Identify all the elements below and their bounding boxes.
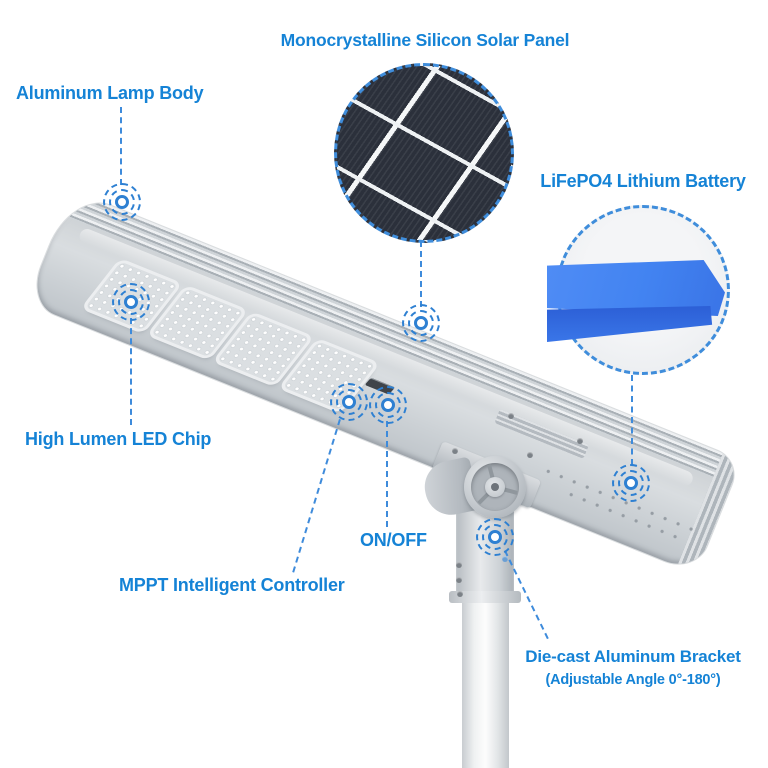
- leader-on-off: [386, 421, 388, 527]
- label-battery: LiFePO4 Lithium Battery: [540, 171, 746, 191]
- leader-mppt: [292, 419, 341, 573]
- marker-on-off-switch-icon: [369, 386, 407, 424]
- screw-icon: [502, 556, 508, 562]
- bolt-icon: [456, 562, 462, 568]
- joint-hub-hole: [491, 483, 499, 491]
- label-bracket-note: (Adjustable Angle 0°-180°): [545, 672, 721, 688]
- bolt-icon: [527, 452, 533, 458]
- adjustable-joint: [464, 456, 526, 518]
- marker-solar-panel-icon: [402, 304, 440, 342]
- label-bracket: Die-cast Aluminum Bracket: [525, 647, 741, 666]
- clamp-flange: [449, 591, 521, 603]
- battery-front-face: [547, 306, 713, 342]
- leader-solar-panel: [420, 241, 422, 307]
- marker-high-lumen-led-chip-icon: [112, 283, 150, 321]
- leader-lamp-body: [120, 107, 122, 185]
- solar-panel-callout-circle: [334, 63, 514, 243]
- marker-lithium-battery-icon: [612, 464, 650, 502]
- label-led-chip: High Lumen LED Chip: [25, 429, 212, 449]
- label-solar-panel: Monocrystalline Silicon Solar Panel: [280, 30, 570, 50]
- label-lamp-body: Aluminum Lamp Body: [16, 83, 204, 103]
- label-mppt: MPPT Intelligent Controller: [119, 575, 345, 595]
- marker-mppt-controller-icon: [330, 383, 368, 421]
- marker-aluminum-bracket-icon: [476, 518, 514, 556]
- leader-battery: [631, 375, 633, 465]
- battery-callout-circle: [547, 205, 730, 375]
- bolt-icon: [577, 438, 583, 444]
- bolt-icon: [452, 448, 458, 454]
- leader-led-chip: [130, 318, 132, 425]
- label-on-off: ON/OFF: [360, 530, 427, 550]
- bolt-icon: [456, 577, 462, 583]
- bolt-icon: [457, 591, 463, 597]
- marker-aluminum-lamp-body-icon: [103, 183, 141, 221]
- bolt-icon: [508, 413, 514, 419]
- joint-hub: [485, 477, 505, 497]
